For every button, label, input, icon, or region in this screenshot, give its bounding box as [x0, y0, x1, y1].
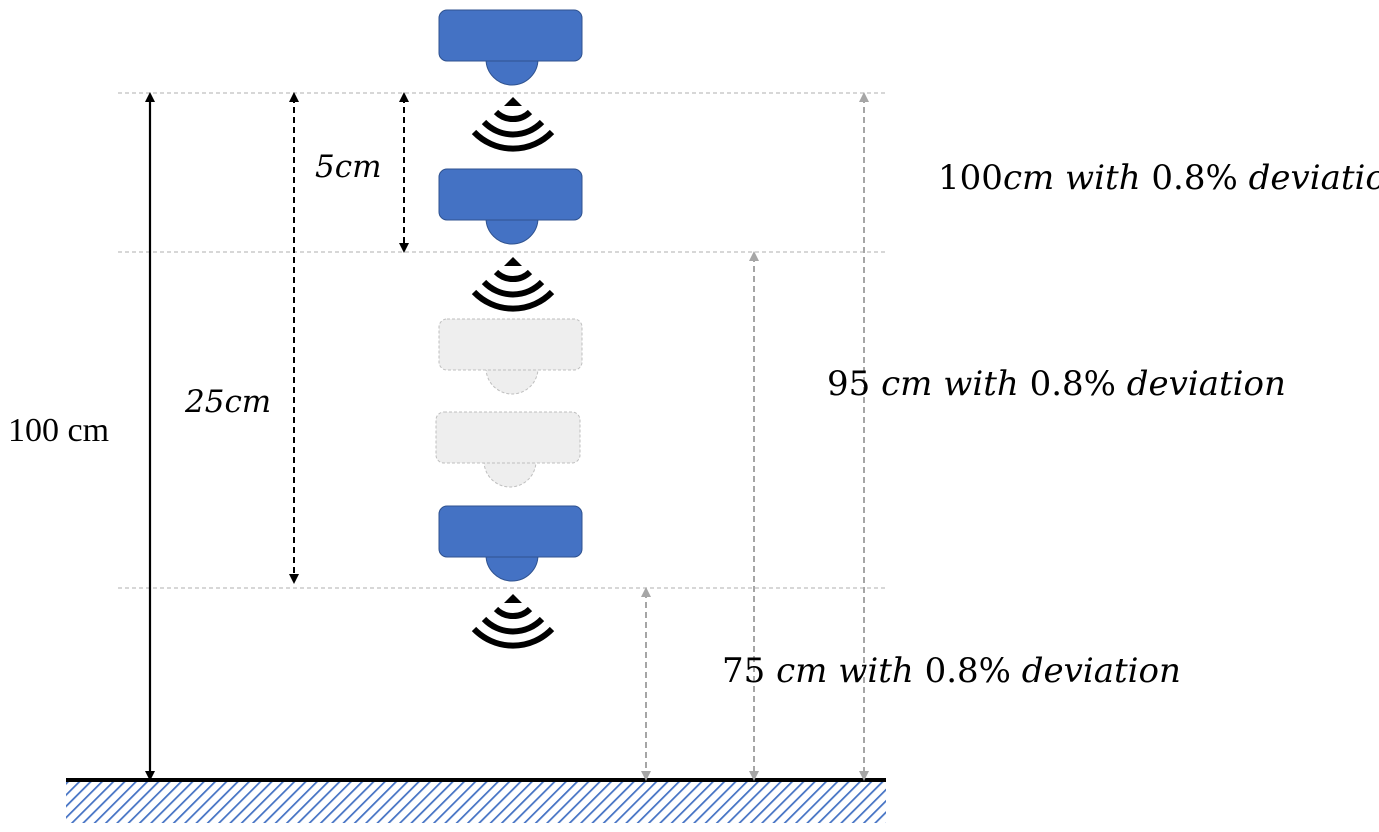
reading-low-dev: deviation: [1011, 651, 1181, 691]
reading-mid-pct: 0.8%: [1030, 364, 1116, 404]
reading-top-label: 100cm with 0.8% deviation: [884, 158, 1379, 198]
reading-low-value: 75: [722, 651, 776, 691]
ultrasonic-sensor-icon: [438, 505, 583, 582]
reading-mid-with: with: [932, 364, 1029, 404]
step-large-label: 25cm: [184, 384, 271, 420]
ultrasonic-wave-icon: [471, 257, 555, 312]
step-small-label: 5cm: [315, 149, 381, 185]
reading-top-unit: cm: [1003, 158, 1054, 198]
ultrasonic-wave-icon: [471, 594, 555, 649]
reading-low-pct: 0.8%: [925, 651, 1011, 691]
reference-lines: [118, 92, 888, 589]
ground-hatch: [66, 781, 886, 823]
ultrasonic-sensor-icon: [438, 9, 583, 86]
reading-mid-label: 95 cm with 0.8% deviation: [773, 364, 1318, 404]
ultrasonic-sensor-icon: [438, 318, 583, 395]
reading-top-value: 100: [938, 158, 1003, 198]
reading-mid-unit: cm: [881, 364, 932, 404]
total-height-label: 100 cm: [8, 412, 109, 449]
reading-low-unit: cm: [776, 651, 827, 691]
ultrasonic-wave-icon: [471, 97, 555, 152]
reading-top-dev: deviation: [1238, 158, 1379, 198]
reading-top-pct: 0.8%: [1151, 158, 1237, 198]
ultrasonic-sensor-icon: [435, 411, 581, 488]
reading-mid-dev: deviation: [1116, 364, 1286, 404]
reading-mid-value: 95: [827, 364, 881, 404]
ground: [66, 778, 886, 823]
reading-low-label: 75 cm with 0.8% deviation: [668, 651, 1213, 691]
reading-low-with: with: [827, 651, 924, 691]
reading-top-with: with: [1054, 158, 1151, 198]
ultrasonic-sensor-icon: [438, 168, 583, 245]
